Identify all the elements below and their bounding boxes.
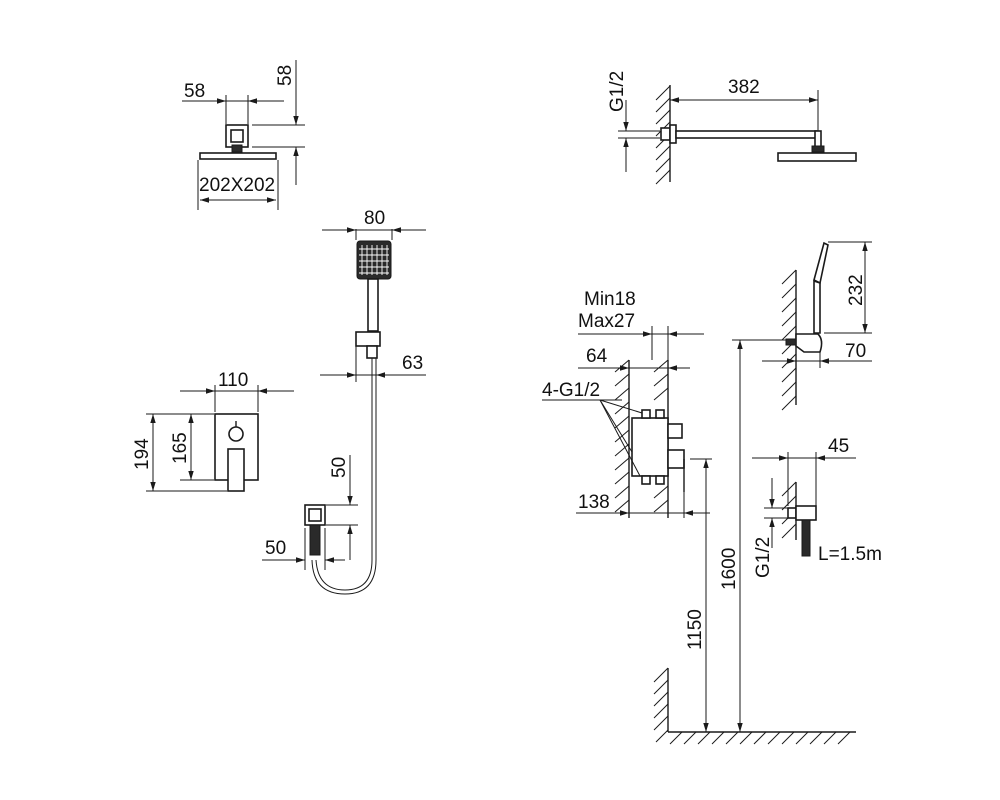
valve-wall-section [542, 326, 710, 518]
depth-138-label: 138 [578, 492, 610, 513]
head-height-label: 58 [275, 65, 296, 86]
valve-outer-height-label: 194 [132, 438, 153, 470]
installation-heights [653, 339, 856, 745]
elbow-outlet-side-view [752, 452, 856, 557]
ports-label: 4-G1/2 [542, 380, 600, 401]
depth-min-label: Min18 [584, 289, 636, 310]
outlet-height-label: 50 [329, 457, 350, 478]
arm-length-label: 382 [728, 77, 760, 98]
head-width-label: 58 [184, 81, 205, 102]
hose-length-label: L=1.5m [818, 544, 882, 565]
hand-shower-assembly [262, 227, 426, 595]
holder-height-label: 232 [846, 274, 867, 306]
holder-side-view [762, 241, 872, 411]
shower-head-top-view [182, 60, 305, 210]
hand-offset-label: 63 [402, 353, 423, 374]
mixer-valve-front-view [146, 385, 294, 492]
elbow-thread-label: G1/2 [753, 537, 774, 578]
holder-offset-label: 70 [845, 341, 866, 362]
depth-max-label: Max27 [578, 311, 635, 332]
head-size-label: 202X202 [199, 175, 275, 196]
valve-inner-height-label: 165 [170, 432, 191, 464]
elbow-width-label: 45 [828, 436, 849, 457]
depth-64-label: 64 [586, 346, 608, 367]
outlet-width-label: 50 [265, 538, 286, 559]
arm-thread-label: G1/2 [607, 71, 628, 112]
valve-width-label: 110 [218, 370, 248, 391]
height-1150-label: 1150 [685, 609, 706, 650]
hand-width-label: 80 [364, 208, 385, 229]
shower-arm-side-view [618, 85, 857, 185]
height-1600-label: 1600 [719, 548, 740, 590]
